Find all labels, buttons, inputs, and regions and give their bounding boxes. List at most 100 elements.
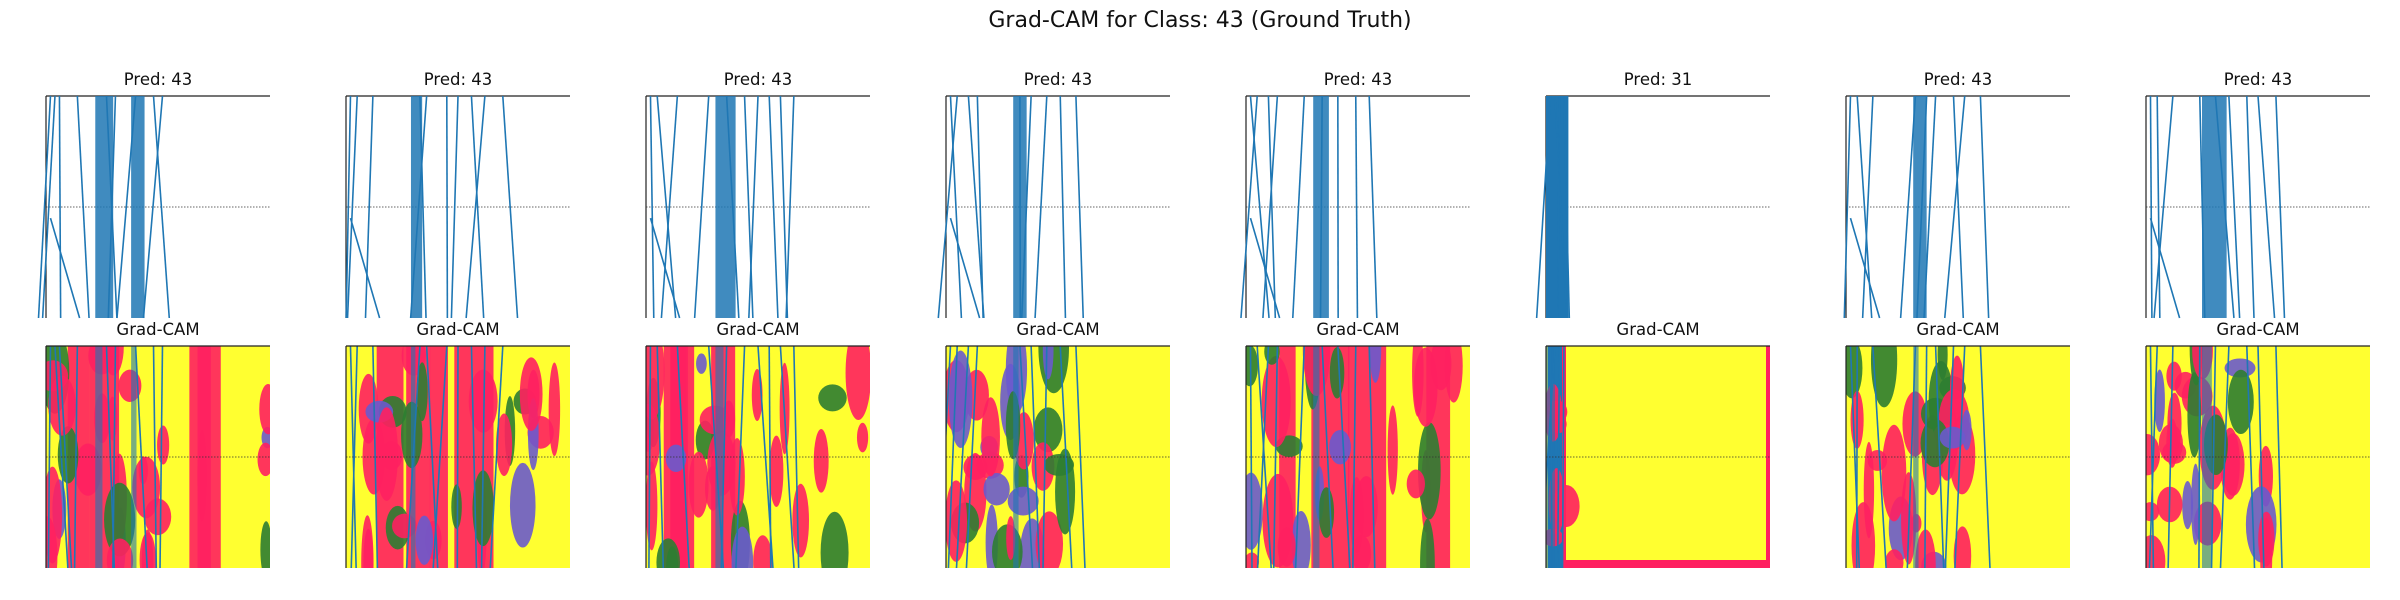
signal-trace <box>2149 95 2153 319</box>
heatmap-blob <box>1031 442 1055 491</box>
signal-trace <box>142 95 164 319</box>
signal-trace <box>1952 95 1965 319</box>
signal-dense-band <box>131 96 145 318</box>
signal-trace <box>1240 95 1258 319</box>
signal-plot <box>2145 95 2370 319</box>
heatmap-signal-trace <box>1030 346 1041 568</box>
heatmap-signal-trace <box>1954 346 1966 568</box>
heatmap-blob <box>1420 518 1435 568</box>
signal-trace <box>1554 95 1568 319</box>
signal-trace <box>937 95 958 319</box>
heatmap-signal-trace <box>965 346 979 568</box>
gradcam-panel-title: Grad-CAM <box>1316 320 1400 339</box>
signal-trace <box>1267 95 1277 319</box>
gradcam-panel-title: Grad-CAM <box>116 320 200 339</box>
signal-dense-band <box>1546 96 1569 318</box>
signal-trace <box>346 95 358 319</box>
heatmap-blob <box>1033 407 1063 453</box>
signal-trace <box>1843 95 1852 319</box>
signal-trace <box>1535 95 1552 319</box>
heatmap-signal-trace <box>1849 346 1861 568</box>
heatmap-blob <box>2146 433 2161 476</box>
signal-plot <box>37 95 270 319</box>
signal-trace <box>470 95 485 319</box>
heatmap-blob <box>1846 346 1863 399</box>
heatmap-blob <box>1035 511 1064 568</box>
signal-trace <box>1556 95 1561 319</box>
heatmap-blob <box>1920 418 1950 468</box>
gradcam-heatmap <box>645 345 870 568</box>
signal-trace <box>1368 95 1378 319</box>
heatmap-signal-trace <box>1249 346 1253 568</box>
gradcam-heatmap <box>45 345 270 568</box>
heatmap-blob <box>1949 355 1965 423</box>
signal-trace <box>152 95 171 319</box>
gradcam-heatmap <box>945 345 1170 568</box>
signal-trace <box>445 95 449 319</box>
signal-trace <box>743 95 754 319</box>
signal-panel-title: Pred: 43 <box>1323 70 1393 89</box>
heatmap-blob <box>983 472 1010 506</box>
panel-1 <box>37 95 270 568</box>
heatmap-high-band <box>1562 560 1770 568</box>
heatmap-signal-trace <box>1906 346 1917 568</box>
signal-trace <box>660 95 679 319</box>
signal-panel-title: Pred: 43 <box>123 70 193 89</box>
heatmap-signal-trace <box>2246 346 2256 568</box>
gradcam-heatmap <box>345 345 570 568</box>
heatmap-blob <box>375 407 398 501</box>
signal-trace <box>2228 95 2241 319</box>
heatmap-blob <box>1369 346 1382 383</box>
heatmap-blob <box>197 430 207 522</box>
heatmap-blob <box>665 444 687 473</box>
signal-panel-title: Pred: 43 <box>1023 70 1093 89</box>
panel-6 <box>1535 95 1770 568</box>
signal-trace <box>779 95 789 319</box>
signal-plot <box>1535 95 1770 319</box>
heatmap-blob <box>1387 405 1398 495</box>
heatmap-signal-trace <box>350 346 358 568</box>
heatmap-signal-trace <box>372 346 379 568</box>
heatmap-blob <box>820 511 849 568</box>
gradcam-panel-title: Grad-CAM <box>1616 320 1700 339</box>
signal-panel-title: Pred: 43 <box>1923 70 1993 89</box>
signal-trace <box>76 95 90 319</box>
signal-trace <box>1943 95 1966 319</box>
signal-dense-band <box>95 96 114 318</box>
heatmap-signal-trace <box>470 346 478 568</box>
heatmap-blob <box>509 462 536 548</box>
gradcam-heatmap <box>1245 345 1470 568</box>
gradcam-panel-title: Grad-CAM <box>416 320 500 339</box>
heatmap-blob <box>495 413 513 476</box>
heatmap-signal-trace <box>656 346 665 568</box>
signal-trace <box>649 217 681 319</box>
signal-trace <box>1849 217 1881 319</box>
heatmap-blob <box>548 362 561 457</box>
heatmap-blob <box>1870 346 1898 408</box>
panel-7 <box>1843 95 2070 568</box>
signal-dense-band <box>715 96 736 318</box>
signal-trace <box>1262 95 1279 319</box>
heatmap-blob <box>157 425 170 465</box>
signal-plot <box>937 95 1170 319</box>
heatmap-blob <box>1329 347 1345 399</box>
signal-trace <box>2198 95 2206 319</box>
heatmap-blob <box>792 483 810 558</box>
heatmap-blob <box>656 538 681 568</box>
heatmap-blob <box>1413 347 1438 427</box>
signal-trace <box>116 95 137 319</box>
heatmap-blob <box>856 422 869 453</box>
heatmap-signal-trace <box>134 346 148 568</box>
heatmap-blob <box>416 362 428 422</box>
heatmap-blob <box>2154 369 2165 433</box>
heatmap-blob <box>1246 346 1259 387</box>
signal-trace <box>1249 217 1281 319</box>
heatmap-signal-trace <box>1294 346 1306 568</box>
heatmap-blob <box>1961 409 1972 451</box>
heatmap-signal-trace <box>1368 346 1376 568</box>
signal-trace <box>107 95 117 319</box>
heatmap-blob <box>753 535 773 568</box>
signal-plot <box>645 95 870 319</box>
heatmap-blob <box>2260 517 2273 568</box>
